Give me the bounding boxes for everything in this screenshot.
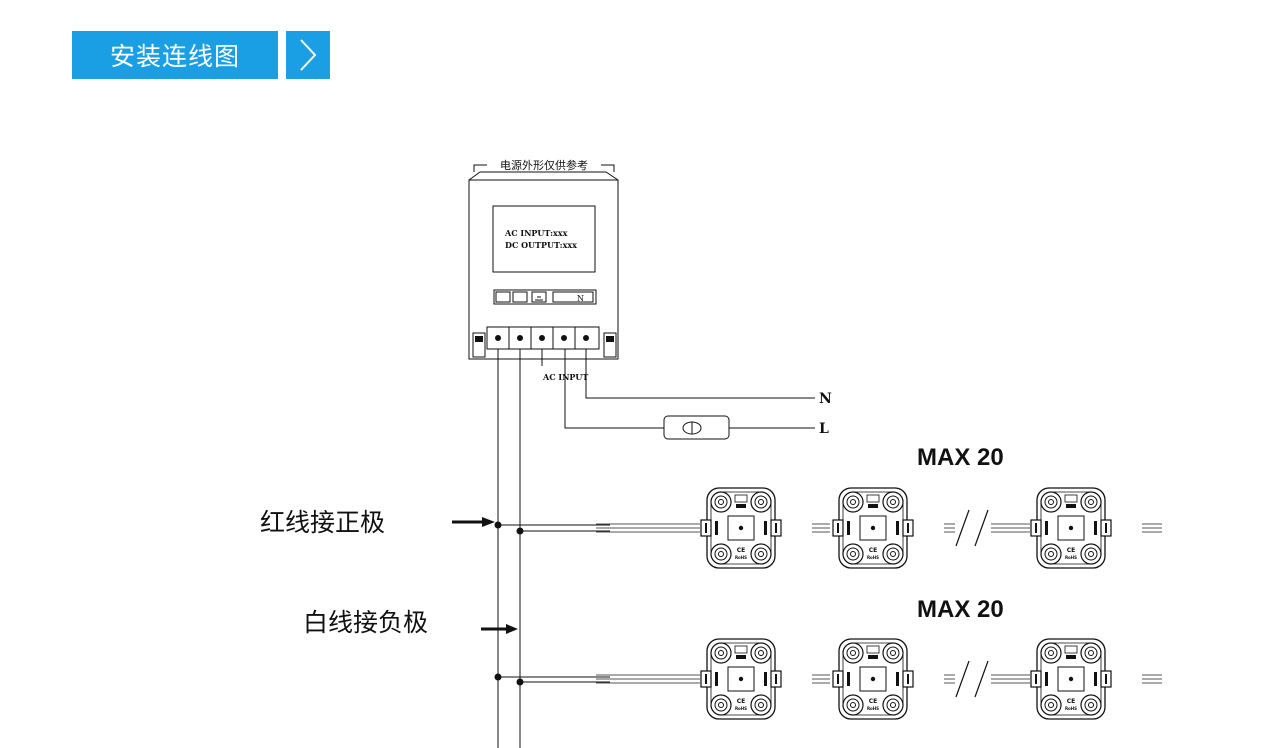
screw-4 (561, 335, 567, 341)
terminal-strip (493, 289, 597, 305)
ac-rating-label: AC INPUT:xxx (504, 228, 568, 238)
row2-led-module-3 (1030, 638, 1112, 720)
red-wire-annotation: 红线接正极 (260, 508, 385, 537)
row2-break-slash-1 (955, 660, 970, 698)
dc-rating-label: DC OUTPUT:xxx (505, 240, 577, 250)
supply-top-edge-left (468, 171, 481, 181)
row2-max-label: MAX 20 (917, 596, 1004, 623)
junction-1 (494, 521, 502, 529)
white-wire-annotation: 白线接负极 (303, 608, 428, 637)
live-label: L (819, 421, 829, 437)
screw-5 (583, 335, 589, 341)
red-wire-arrow-icon (482, 517, 495, 527)
tab-mark-right (606, 336, 614, 342)
mount-tab-left (472, 332, 486, 358)
caption-bracket-right (601, 164, 615, 172)
screw-1 (495, 335, 501, 341)
inline-switch-icon (663, 415, 730, 440)
section-title: 安装连线图 (72, 31, 278, 79)
strip-cell-3 (531, 291, 547, 303)
row1-break-slash-1 (955, 509, 970, 547)
rating-label-panel (492, 205, 596, 273)
chevron-right-icon[interactable] (286, 31, 330, 79)
supply-top-edge (480, 171, 619, 181)
junction-2 (516, 527, 524, 535)
screw-2 (517, 335, 523, 341)
mains-wiring (541, 349, 815, 440)
strip-cell-2 (512, 291, 528, 303)
tab-mark-left (475, 336, 483, 342)
screw-3 (539, 335, 545, 341)
live-wire-a (564, 349, 664, 429)
row1-led-module-1 (700, 487, 782, 569)
strip-cell-4 (552, 291, 594, 303)
terminal-screws (475, 335, 614, 342)
row2-break-gap (955, 667, 991, 689)
row1-break-gap (955, 516, 991, 538)
strip-n-label: N (577, 294, 584, 303)
white-wire-arrow-icon (506, 624, 518, 634)
row1-max-label: MAX 20 (917, 444, 1004, 471)
power-supply (468, 164, 619, 360)
row1-led-module-2 (832, 487, 914, 569)
row1-led-module-3 (1030, 487, 1112, 569)
neutral-label: N (819, 391, 832, 407)
row2-break-slash-2 (974, 660, 989, 698)
row1-cables (596, 523, 1162, 533)
junction-3 (494, 673, 502, 681)
terminal-block (486, 326, 600, 350)
bus-junctions (494, 521, 524, 686)
supply-body (468, 179, 619, 360)
neutral-wire (585, 349, 815, 399)
module-row-2 (596, 638, 1162, 720)
annotation-arrows (452, 517, 518, 634)
row2-led-module-2 (832, 638, 914, 720)
row2-led-module-1 (700, 638, 782, 720)
strip-cell-1 (495, 291, 511, 303)
mount-tab-right (603, 332, 617, 358)
junction-4 (516, 678, 524, 686)
chevron-right-icon-shape (300, 39, 317, 71)
supply-caption: 电源外形仅供参考 (500, 158, 588, 172)
caption-bracket-left (473, 164, 487, 172)
section-header: 安装连线图 (72, 31, 330, 79)
module-row-1 (596, 487, 1162, 569)
row1-break-slash-2 (974, 509, 989, 547)
dc-bus (497, 349, 610, 748)
